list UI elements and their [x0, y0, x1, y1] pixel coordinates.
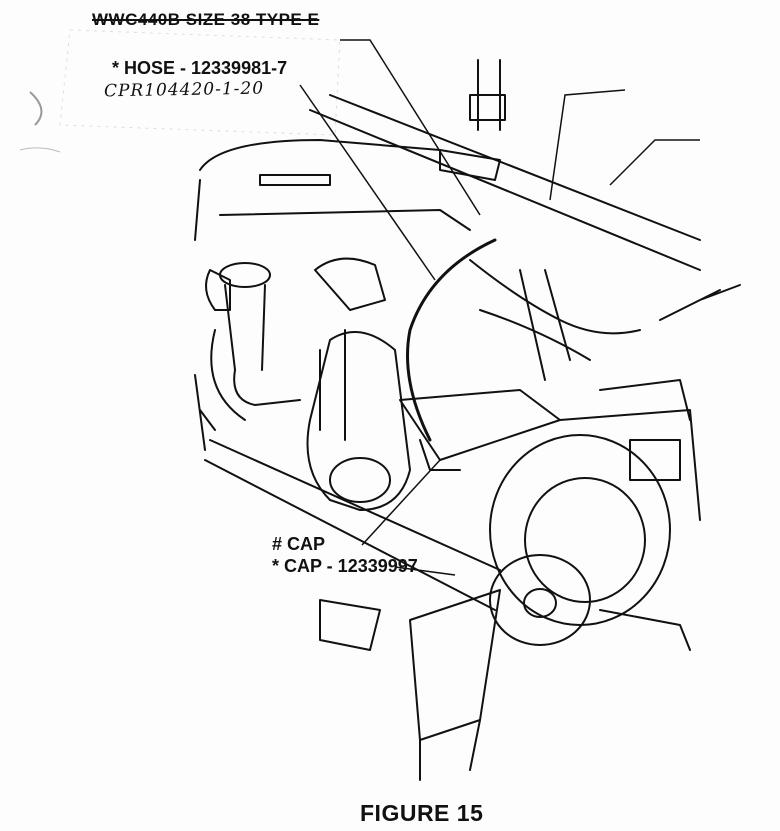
part-label-cap-star: * CAP - 12339997	[272, 556, 418, 576]
engine-outline	[194, 59, 741, 781]
part-label-cap-hash: # CAP	[272, 534, 326, 554]
part-label-wwc: WWC440B SIZE 38 TYPE E	[92, 10, 320, 29]
figure-caption: FIGURE 15	[360, 800, 484, 826]
leader-lines	[299, 39, 700, 576]
part-label-hose: * HOSE - 12339981-7	[112, 58, 288, 78]
handwritten-note: CPR104420-1-20	[103, 78, 265, 102]
paper-smudges	[19, 29, 341, 153]
